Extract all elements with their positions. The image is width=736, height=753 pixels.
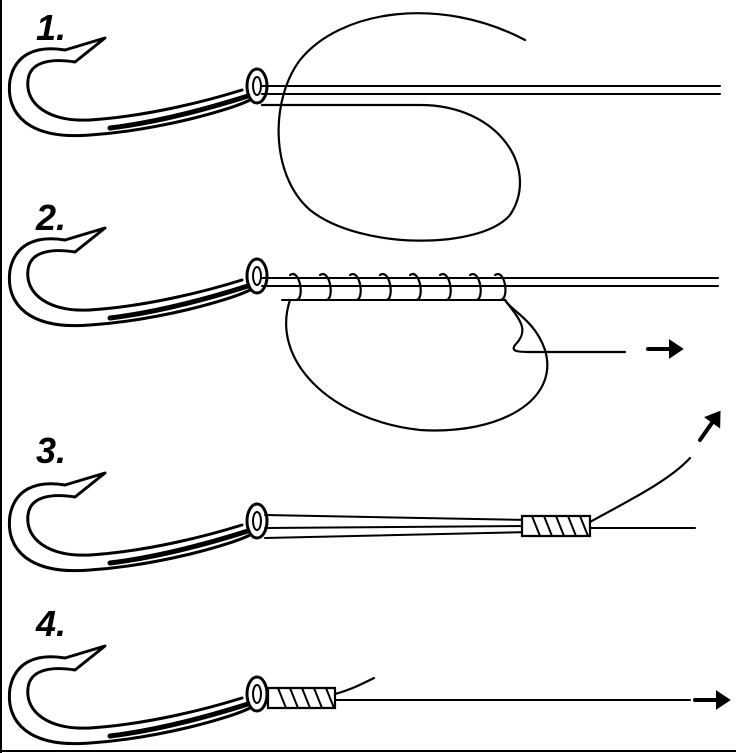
standing-line bbox=[264, 514, 531, 521]
tag-end bbox=[503, 298, 627, 354]
tag-end bbox=[588, 456, 692, 524]
fish-hook-icon bbox=[9, 38, 267, 136]
step-2-number: 2. bbox=[35, 197, 66, 238]
fish-hook-icon bbox=[9, 228, 267, 326]
fish-hook-icon bbox=[9, 473, 267, 571]
line-coil-icon bbox=[281, 272, 507, 302]
arrow-right-icon bbox=[693, 690, 731, 710]
arrow-up-right-icon bbox=[698, 410, 721, 442]
step-1: 1. bbox=[9, 7, 721, 242]
step-4-number: 4. bbox=[35, 603, 66, 644]
fish-hook-icon bbox=[9, 646, 267, 744]
tag-end bbox=[333, 676, 376, 696]
step-1-number: 1. bbox=[36, 7, 66, 48]
step-2: 2. bbox=[9, 197, 719, 432]
step-3: 3. bbox=[9, 410, 721, 571]
line-coil-icon bbox=[266, 686, 337, 710]
step-3-number: 3. bbox=[36, 430, 66, 471]
standing-line-2 bbox=[264, 525, 531, 529]
tag-loop bbox=[260, 12, 527, 242]
step-4: 4. bbox=[9, 603, 731, 744]
line-coil-icon bbox=[520, 514, 592, 538]
tag-loop bbox=[285, 298, 549, 432]
standing-line-3 bbox=[264, 531, 531, 539]
arrow-right-icon bbox=[646, 339, 684, 359]
